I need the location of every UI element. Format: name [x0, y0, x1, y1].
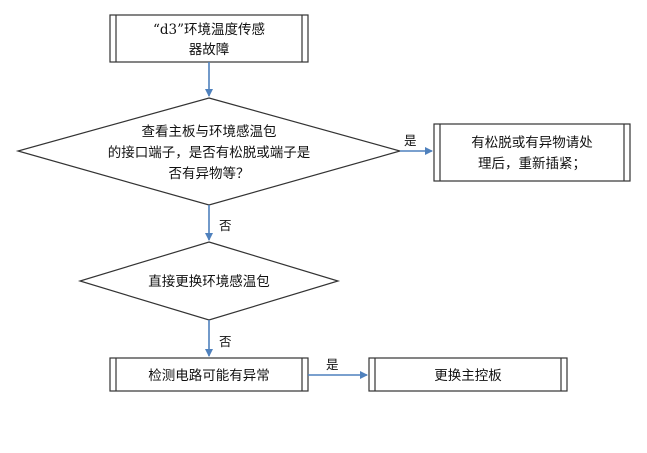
- replace-board-box: 更换主控板: [368, 357, 568, 392]
- decision1-text-line2: 的接口端子，是否有松脱或端子是: [108, 144, 311, 161]
- decision2-text: 直接更换环境感温包: [148, 273, 270, 290]
- decision1-text-line1: 查看主板与环境感温包: [142, 123, 277, 140]
- start-text-line1: “d3”环境温度传感: [153, 21, 265, 38]
- edge-label-no-2: 否: [219, 334, 232, 349]
- sensor-replace-diamond: 直接更换环境感温包: [77, 241, 341, 321]
- edge-label-yes-2: 是: [326, 357, 339, 372]
- edge-label-no-1: 否: [219, 218, 232, 233]
- replace-board-text: 更换主控板: [434, 368, 502, 384]
- fix-connector-box: 有松脱或有异物请处 理后，重新插紧；: [433, 123, 631, 182]
- start-text-line2: 器故障: [189, 42, 230, 58]
- start-process-box: “d3”环境温度传感 器故障: [109, 14, 309, 63]
- edge-label-yes-1: 是: [404, 133, 417, 148]
- check-circuit-text: 检测电路可能有异常: [148, 368, 270, 384]
- connector-decision-diamond: 查看主板与环境感温包 的接口端子，是否有松脱或端子是 否有异物等？: [15, 97, 403, 206]
- fix-text-line1: 有松脱或有异物请处: [471, 135, 593, 151]
- check-circuit-box: 检测电路可能有异常: [109, 357, 309, 392]
- decision1-text-line3: 否有异物等？: [169, 165, 250, 182]
- fix-text-line2: 理后，重新插紧；: [478, 156, 586, 172]
